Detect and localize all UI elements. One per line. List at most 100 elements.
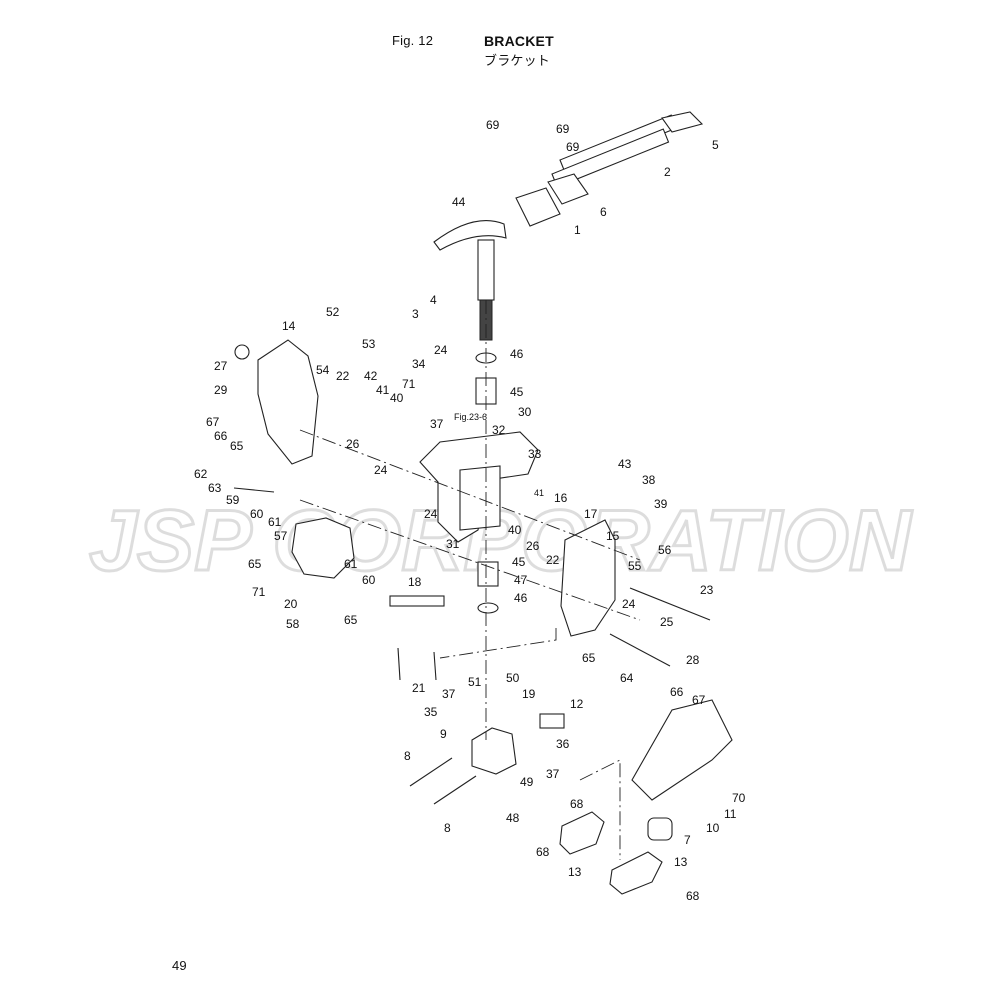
callout-9: 9: [440, 727, 447, 741]
callout-26b: 26: [526, 539, 540, 553]
lower-mount: [471, 713, 565, 775]
callout-42: 42: [364, 369, 378, 383]
callout-35: 35: [424, 705, 438, 719]
callout-53: 53: [362, 337, 376, 351]
callout-43: 43: [618, 457, 632, 471]
callout-60a: 60: [250, 507, 264, 521]
callout-24b: 24: [374, 463, 388, 477]
callout-38: 38: [642, 473, 656, 487]
callout-69a: 69: [486, 118, 500, 132]
callout-58: 58: [286, 617, 300, 631]
right-clamp-bracket: [560, 519, 616, 637]
callout-32: 32: [492, 423, 506, 437]
callout-24c: 24: [424, 507, 438, 521]
callout-60b: 60: [362, 573, 376, 587]
callout-55: 55: [628, 559, 642, 573]
callout-66a: 66: [214, 429, 228, 443]
callout-17: 17: [584, 507, 598, 521]
callout-21: 21: [412, 681, 426, 695]
callout-68c: 68: [686, 889, 700, 903]
callout-2: 2: [664, 165, 671, 179]
callout-67b: 67: [692, 693, 706, 707]
callout-28: 28: [686, 653, 700, 667]
callout-37b: 37: [442, 687, 456, 701]
callout-61a: 61: [268, 515, 282, 529]
callout-44: 44: [452, 195, 466, 209]
callout-39: 39: [654, 497, 668, 511]
callout-19: 19: [522, 687, 536, 701]
callout-20: 20: [284, 597, 298, 611]
callout-62: 62: [194, 467, 208, 481]
callout-31: 31: [446, 537, 460, 551]
callout-69b: 69: [556, 122, 570, 136]
callout-18: 18: [408, 575, 422, 589]
trim-tilt-unit: [291, 517, 355, 579]
callout-16: 16: [554, 491, 568, 505]
callout-10: 10: [706, 821, 720, 835]
callout-26a: 26: [346, 437, 360, 451]
callout-57: 57: [274, 529, 288, 543]
left-clamp-bracket: [234, 339, 319, 465]
tiller-arm: [433, 111, 704, 251]
callout-46a: 46: [510, 347, 524, 361]
callout-68b: 68: [536, 845, 550, 859]
callout-37a: 37: [430, 417, 444, 431]
callout-30: 30: [518, 405, 532, 419]
callout-27: 27: [214, 359, 228, 373]
callout-71a: 71: [402, 377, 416, 391]
callout-71b: 71: [252, 585, 266, 599]
callout-59: 59: [226, 493, 240, 507]
callout-8a: 8: [404, 749, 411, 763]
callout-40b: 40: [508, 523, 522, 537]
callout-22a: 22: [336, 369, 350, 383]
figure-number: Fig. 12: [392, 33, 434, 48]
callout-65b: 65: [248, 557, 262, 571]
callout-70: 70: [732, 791, 746, 805]
callout-47: 47: [514, 573, 528, 587]
callout-65c: 65: [344, 613, 358, 627]
callout-8b: 8: [444, 821, 451, 835]
callout-7: 7: [684, 833, 691, 847]
page-number: 49: [172, 958, 187, 973]
callout-41a: 41: [376, 383, 390, 397]
lower-casing: [631, 699, 733, 801]
callout-22b: 22: [546, 553, 560, 567]
bolts-and-pins: [233, 487, 711, 805]
callout-36: 36: [556, 737, 570, 751]
mount-plates: [559, 811, 673, 895]
callout-24a: 24: [434, 343, 448, 357]
callout-25: 25: [660, 615, 674, 629]
callout-3: 3: [412, 307, 419, 321]
callout-65d: 65: [582, 651, 596, 665]
callout-51: 51: [468, 675, 482, 689]
callout-23: 23: [700, 583, 714, 597]
callout-65a: 65: [230, 439, 244, 453]
diagram-title: BRACKET: [484, 33, 554, 49]
callout-12: 12: [570, 697, 584, 711]
watermark: JSP CORPORATION: [88, 492, 915, 591]
callout-56: 56: [658, 543, 672, 557]
callout-41b: 41: [534, 488, 544, 498]
callout-37c: 37: [546, 767, 560, 781]
callout-54: 54: [316, 363, 330, 377]
callout-52: 52: [326, 305, 340, 319]
callout-29: 29: [214, 383, 228, 397]
callout-66b: 66: [670, 685, 684, 699]
callout-34: 34: [412, 357, 426, 371]
callout-11: 11: [724, 807, 737, 821]
callout-61b: 61: [344, 557, 358, 571]
callout-48: 48: [506, 811, 520, 825]
callout-6: 6: [600, 205, 607, 219]
swivel-bracket: [419, 431, 539, 543]
callout-69c: 69: [566, 140, 580, 154]
callout-33: 33: [528, 447, 542, 461]
callout-1: 1: [574, 223, 581, 237]
assembly-lines: [299, 300, 641, 860]
callout-68a: 68: [570, 797, 584, 811]
callout-14: 14: [282, 319, 296, 333]
callout-46b: 46: [514, 591, 528, 605]
callout-50: 50: [506, 671, 520, 685]
callout-64: 64: [620, 671, 634, 685]
callout-45a: 45: [510, 385, 524, 399]
